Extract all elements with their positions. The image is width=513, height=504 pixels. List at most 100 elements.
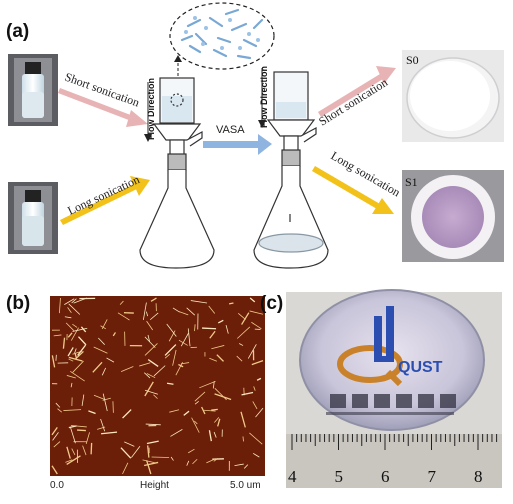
afm-fiber <box>147 359 159 367</box>
afm-fiber <box>211 345 225 350</box>
afm-fiber <box>74 350 84 360</box>
afm-fiber <box>208 305 216 314</box>
afm-fiber <box>70 327 79 341</box>
vasa-label: VASA <box>216 124 245 136</box>
afm-fiber <box>241 391 254 396</box>
long-sonication-arrow-left <box>60 176 150 225</box>
afm-fiber <box>178 311 189 316</box>
afm-fiber <box>88 410 96 415</box>
afm-fiber <box>90 442 93 455</box>
afm-fiber <box>249 297 256 303</box>
afm-fiber <box>187 328 191 347</box>
afm-fiber <box>106 357 115 363</box>
afm-fiber <box>72 360 84 373</box>
afm-fiber <box>51 465 58 475</box>
afm-fiber <box>53 334 62 337</box>
afm-fiber <box>124 441 135 447</box>
afm-fiber <box>98 337 105 345</box>
afm-fiber <box>241 312 250 325</box>
afm-fiber <box>65 322 75 331</box>
afm-fiber <box>180 333 189 347</box>
afm-fiber <box>64 316 72 319</box>
afm-fiber <box>172 349 177 366</box>
afm-fiber <box>70 370 85 382</box>
afm-fiber <box>65 459 73 463</box>
afm-fiber <box>252 401 258 410</box>
afm-fiber <box>67 347 74 357</box>
afm-fiber <box>67 307 72 313</box>
afm-fiber <box>172 307 180 313</box>
afm-fiber <box>146 440 159 445</box>
short-sonication-label-left: Short sonication <box>63 70 141 110</box>
afm-fiber <box>73 297 87 304</box>
flow-arrowhead-right <box>258 120 266 128</box>
afm-fiber <box>234 463 244 467</box>
afm-fiber <box>242 436 244 442</box>
afm-fiber <box>164 344 177 356</box>
afm-fiber <box>144 336 156 348</box>
afm-height-image <box>50 296 265 476</box>
afm-fiber <box>191 417 200 433</box>
afm-fiber <box>247 344 257 359</box>
afm-fiber <box>77 336 87 346</box>
film-photo-s0 <box>402 50 504 142</box>
afm-fiber <box>178 363 184 368</box>
afm-fiber <box>102 397 111 401</box>
afm-fiber <box>72 323 78 328</box>
afm-fiber <box>166 323 177 337</box>
afm-fiber <box>209 357 218 362</box>
afm-fiber <box>51 426 58 436</box>
afm-fiber <box>239 343 244 346</box>
afm-fiber <box>186 307 196 316</box>
afm-fiber <box>199 380 216 389</box>
logo-text: QUST <box>398 359 443 376</box>
flow-direction-label-right: Flow Direction <box>259 66 269 128</box>
afm-fiber <box>175 362 183 376</box>
afm-fiber <box>214 388 227 401</box>
afm-fiber <box>144 381 154 397</box>
afm-fiber <box>147 445 150 458</box>
panel-b: (b) 0.0 Height 5.0 um <box>6 293 265 491</box>
afm-fiber <box>82 445 87 456</box>
afm-fiber <box>208 430 212 442</box>
afm-fiber <box>149 312 159 321</box>
qust-logo: QUST <box>337 306 443 387</box>
long-sonication-arrow-right <box>312 166 394 214</box>
afm-fiber <box>68 358 74 362</box>
afm-axis-start: 0.0 <box>50 480 64 491</box>
afm-fiber <box>217 418 221 427</box>
afm-fiber <box>93 394 106 401</box>
afm-fiber <box>142 459 156 464</box>
afm-fiber <box>209 330 216 339</box>
short-sonication-arrow-right <box>318 66 396 117</box>
ruler-number: 4 <box>288 467 297 486</box>
afm-fiber <box>146 320 154 331</box>
afm-fiber <box>101 367 107 376</box>
afm-fiber <box>70 425 87 428</box>
ruler-number: 6 <box>381 467 390 486</box>
afm-fiber <box>72 327 88 332</box>
afm-fiber <box>92 361 103 373</box>
afm-fiber <box>66 455 81 465</box>
afm-fiber <box>153 365 166 377</box>
afm-fiber <box>55 402 61 408</box>
inset-pointer-head <box>174 55 182 62</box>
afm-fiber <box>63 409 82 411</box>
logo-characters <box>326 394 456 415</box>
afm-fiber <box>236 355 243 362</box>
afm-fiber <box>53 441 61 448</box>
afm-fiber <box>69 426 76 444</box>
afm-fiber <box>70 382 73 388</box>
afm-fiber <box>145 423 161 426</box>
afm-fiber <box>202 327 217 330</box>
afm-fiber <box>145 460 152 475</box>
afm-fiber <box>252 453 260 458</box>
afm-fiber <box>80 326 87 333</box>
afm-fiber <box>71 448 76 456</box>
afm-fiber <box>194 324 196 332</box>
afm-fiber <box>139 362 151 367</box>
afm-fiber <box>249 432 263 445</box>
panel-c-letter: (c) <box>260 293 283 314</box>
